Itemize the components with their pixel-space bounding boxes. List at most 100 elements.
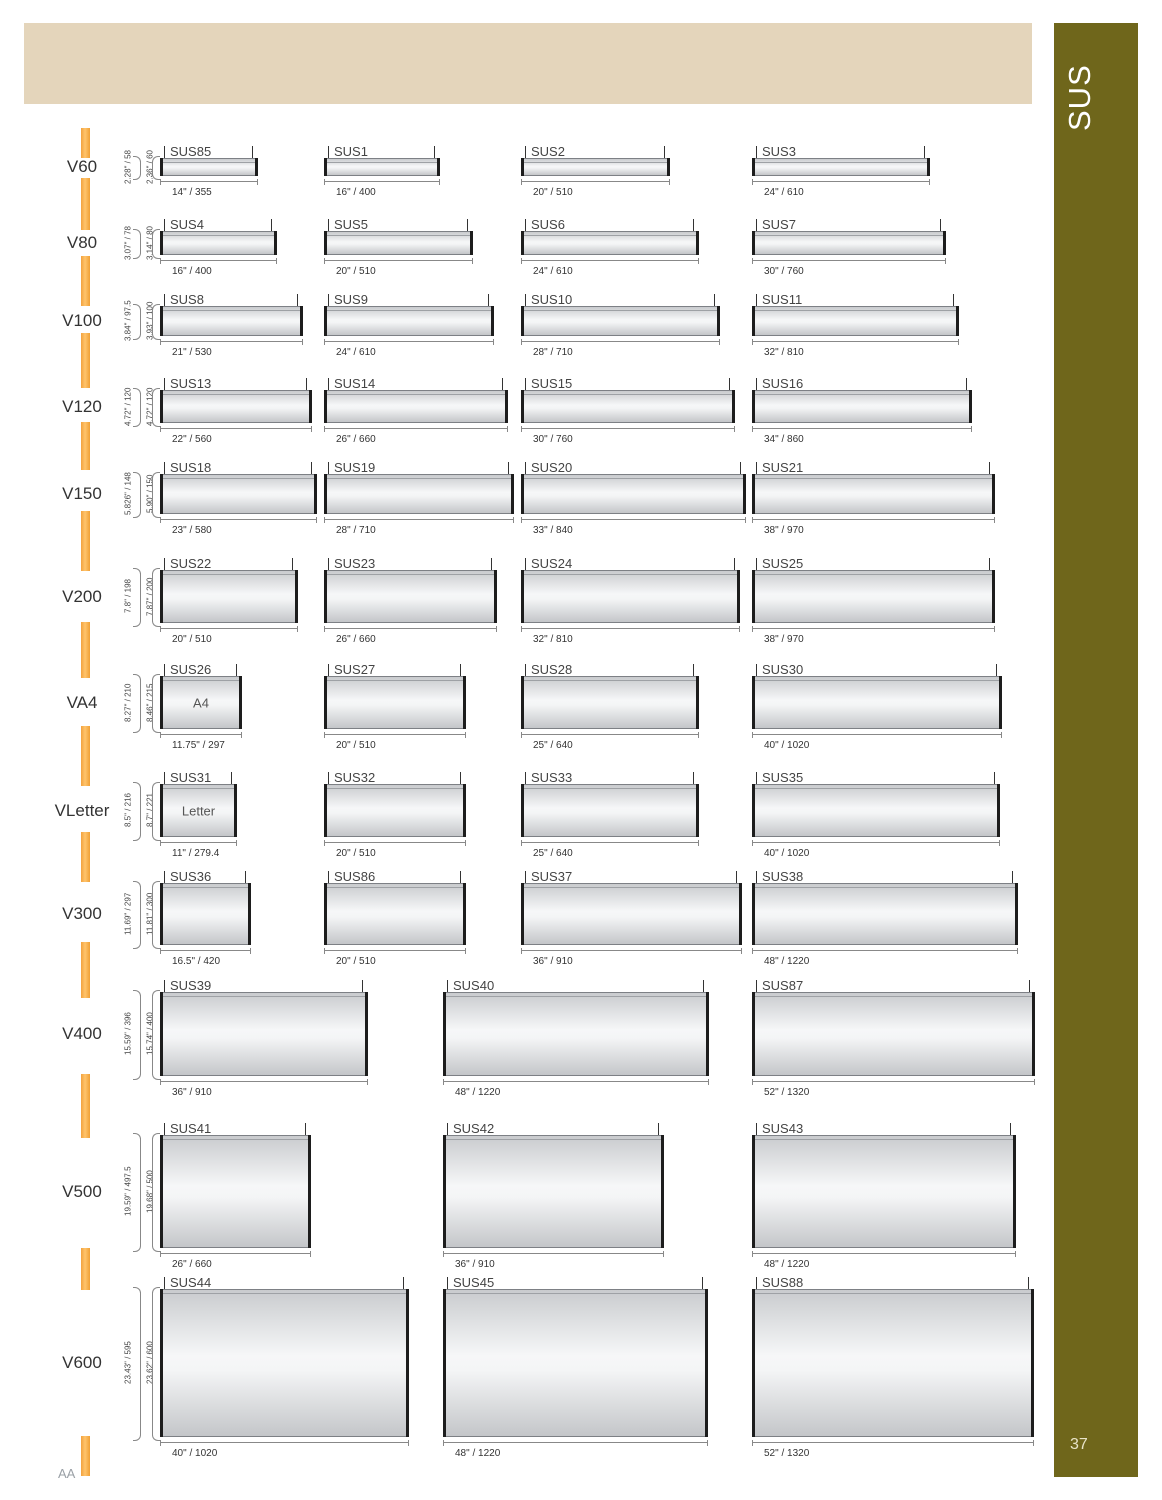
series-label: V100 — [62, 311, 102, 330]
sign-panel — [752, 474, 995, 514]
width-dimension-line — [160, 179, 258, 185]
width-dimension-line — [521, 626, 740, 632]
sign-panel — [521, 676, 699, 729]
panel-highlight — [755, 162, 927, 163]
dimension-brace — [152, 156, 160, 180]
panel-highlight — [163, 162, 255, 163]
sign-panel — [160, 1135, 311, 1248]
width-dimension-line — [160, 840, 237, 846]
footer-mark: AA — [58, 1466, 76, 1481]
width-label: 36" / 910 — [455, 1259, 495, 1270]
model-label: SUS6 — [525, 218, 565, 231]
width-label: 14" / 355 — [172, 187, 212, 198]
sign-panel — [160, 570, 298, 623]
model-label: SUS42 — [447, 1122, 494, 1135]
model-label: SUS9 — [328, 293, 368, 306]
dimension-brace — [152, 388, 160, 427]
width-dimension-line — [160, 426, 312, 432]
model-label: SUS20 — [525, 461, 572, 474]
model-label: SUS40 — [447, 979, 494, 992]
width-dimension-line — [752, 258, 946, 264]
hanger-tick — [736, 871, 737, 883]
dimension-brace — [133, 472, 141, 518]
model-label: SUS26 — [164, 663, 211, 676]
sign-panel — [160, 231, 277, 255]
panel-highlight — [327, 478, 511, 479]
width-label: 28" / 710 — [533, 347, 573, 358]
hanger-tick — [693, 772, 694, 784]
sign-panel — [443, 992, 709, 1076]
hanger-tick — [693, 219, 694, 231]
width-label: 16" / 400 — [172, 266, 212, 277]
width-dimension-line — [521, 339, 720, 345]
dimension-brace — [152, 1133, 160, 1252]
model-label: SUS15 — [525, 377, 572, 390]
dimension-brace — [152, 674, 160, 733]
width-dimension-line — [160, 1440, 409, 1446]
model-label: SUS43 — [756, 1122, 803, 1135]
orange-divider-bar — [81, 942, 90, 998]
width-label: 26" / 660 — [172, 1259, 212, 1270]
panel-highlight — [163, 310, 300, 311]
page-number: 37 — [1070, 1436, 1088, 1453]
hanger-tick — [292, 558, 293, 570]
hanger-tick — [245, 871, 246, 883]
orange-divider-bar — [81, 128, 90, 158]
width-label: 40" / 1020 — [764, 848, 810, 859]
panel-highlight — [327, 394, 505, 395]
panel-highlight — [524, 887, 739, 888]
dimension-brace — [133, 674, 141, 733]
model-label: SUS11 — [756, 293, 802, 306]
sign-panel — [160, 474, 317, 514]
width-dimension-line — [752, 1251, 1016, 1257]
panel-highlight — [163, 1293, 406, 1294]
model-label: SUS37 — [525, 870, 572, 883]
sign-panel — [521, 883, 742, 945]
model-label: SUS14 — [328, 377, 375, 390]
sign-panel — [160, 158, 258, 176]
orange-divider-bar — [81, 1248, 90, 1290]
series-label: V500 — [62, 1181, 102, 1201]
width-dimension-line — [752, 948, 1018, 954]
orange-divider-bar — [81, 422, 90, 470]
width-label: 48" / 1220 — [764, 1259, 810, 1270]
insert-size-label: Letter — [181, 803, 216, 818]
sign-panel: A4 — [160, 676, 242, 729]
sign-panel — [752, 883, 1018, 945]
hanger-tick — [702, 1277, 703, 1289]
model-label: SUS33 — [525, 771, 572, 784]
sign-panel — [752, 1135, 1016, 1248]
width-label: 36" / 910 — [172, 1087, 212, 1098]
dimension-brace — [152, 990, 160, 1080]
sign-panel — [324, 158, 440, 176]
panel-highlight — [163, 887, 248, 888]
model-label: SUS28 — [525, 663, 572, 676]
width-dimension-line — [324, 840, 466, 846]
hanger-tick — [231, 772, 232, 784]
width-label: 48" / 1220 — [455, 1087, 501, 1098]
sign-panel — [521, 474, 746, 514]
panel-highlight — [446, 996, 706, 997]
width-dimension-line — [443, 1251, 664, 1257]
sign-panel — [160, 306, 303, 336]
model-label: SUS25 — [756, 557, 803, 570]
model-label: SUS10 — [525, 293, 572, 306]
dimension-brace — [133, 156, 141, 180]
width-label: 16" / 400 — [336, 187, 376, 198]
hanger-tick — [714, 294, 715, 306]
sign-panel — [443, 1289, 708, 1437]
series-label: VA4 — [66, 692, 98, 712]
dimension-brace — [152, 568, 160, 627]
sign-panel — [324, 784, 466, 837]
width-dimension-line — [324, 732, 466, 738]
panel-highlight — [755, 235, 943, 236]
panel-highlight — [524, 574, 737, 575]
dimension-brace — [152, 229, 160, 259]
model-label: SUS31 — [164, 771, 211, 784]
panel-highlight — [327, 310, 491, 311]
hanger-tick — [236, 664, 237, 676]
width-dimension-line — [160, 1079, 368, 1085]
width-label: 20" / 510 — [336, 848, 376, 859]
panel-highlight — [755, 1293, 1031, 1294]
width-dimension-line — [160, 948, 251, 954]
